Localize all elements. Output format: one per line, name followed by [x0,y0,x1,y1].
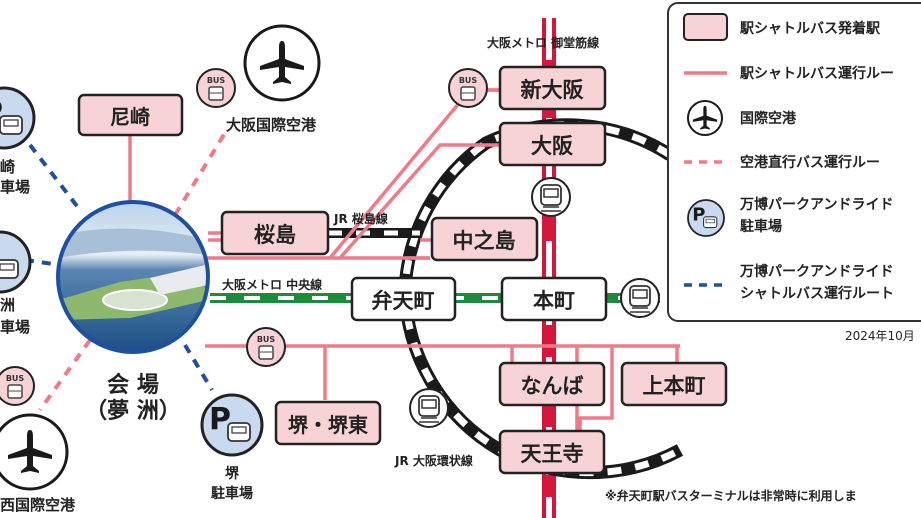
airport-kansai[interactable]: 西国際空港 [0,413,76,514]
station-sakurajima[interactable]: 桜島 [220,210,330,256]
station-osaka[interactable]: 大阪 [498,121,607,167]
legend-item-parking-route: 万博パークアンドライド シャトルバス運行ルート [684,263,894,302]
svg-text:中之島: 中之島 [453,229,516,253]
svg-text:万博パークアンドライド: 万博パークアンドライド [739,263,893,280]
train-icon [531,177,571,217]
station-nakanoshima[interactable]: 中之島 [430,216,539,262]
station-uehonmachi[interactable]: 上本町 [620,361,728,407]
venue-label: 会 場 [107,372,159,398]
svg-text:シャトルバス運行ルート: シャトルバス運行ルート [740,285,894,302]
parking-icon [687,199,725,237]
legend: 駅シャトルバス発着駅 駅シャトルバス運行ルー 国際空港 空港直行バス運行ルー 万… [667,2,921,322]
legend-item-airport: 国際空港 [687,100,797,136]
station-bentencho[interactable]: 弁天町 [350,276,457,322]
footnote: ※弁天町駅バスターミナルは非常時に利用しま [605,488,857,503]
station-shin-osaka[interactable]: 新大阪 [498,65,607,111]
legend-item-airport-route: 空港直行バス運行ルー [684,154,880,171]
bus-icon [196,68,236,108]
svg-text:駐車場: 駐車場 [211,485,253,502]
legend-date: 2024年10月 [845,329,915,343]
train-icon [620,278,660,318]
svg-text:桜島: 桜島 [254,223,296,247]
svg-text:洲: 洲 [0,296,15,314]
loop-label: JR 大阪環状線 [394,453,473,468]
parking-icon [200,393,264,457]
svg-text:本町: 本町 [533,289,575,313]
svg-text:大阪: 大阪 [531,134,574,158]
svg-text:天王寺: 天王寺 [521,442,584,466]
chuo-label: 大阪メトロ 中央線 [222,277,322,292]
legend-item-shuttle-route: 駅シャトルバス運行ルー [684,65,894,82]
svg-text:堺: 堺 [225,465,240,482]
parking-amagasaki[interactable]: 崎 車場 [0,86,36,196]
airport-itami[interactable]: 大阪国際空港 [226,24,321,134]
parking-sakai[interactable]: 堺 駐車場 [200,393,264,502]
svg-text:尼崎: 尼崎 [110,105,150,129]
sakurajima-label: JR 桜島線 [333,211,388,226]
parking-icon [0,86,36,150]
airport-itami-label: 大阪国際空港 [226,116,317,134]
svg-text:駐車場: 駐車場 [740,218,782,235]
svg-text:弁天町: 弁天町 [372,289,435,313]
svg-text:国際空港: 国際空港 [740,110,797,127]
svg-text:堺・堺東: 堺・堺東 [288,413,368,437]
airport-routes [38,126,230,412]
station-namba[interactable]: なんば [498,361,606,407]
svg-text:崎: 崎 [0,158,15,176]
svg-text:空港直行バス運行ルー: 空港直行バス運行ルー [740,154,880,171]
parking-sakishima[interactable]: 洲 車場 [0,230,32,336]
parking-icon [0,230,32,294]
svg-text:駅シャトルバス発着駅: 駅シャトルバス発着駅 [740,20,881,37]
station-sakai[interactable]: 堺・堺東 [274,400,382,446]
svg-text:上本町: 上本町 [643,374,706,398]
midosuji-label: 大阪メトロ 御堂筋線 [487,35,599,50]
svg-text:駅シャトルバス運行ルー: 駅シャトルバス運行ルー [740,65,894,82]
venue-sublabel: （夢 洲） [85,399,181,424]
svg-text:車場: 車場 [0,178,30,196]
svg-text:万博パークアンドライド: 万博パークアンドライド [739,196,893,213]
legend-item-parking: 万博パークアンドライド 駐車場 [687,196,893,237]
station-honmachi[interactable]: 本町 [500,276,608,322]
bus-icon [246,327,286,367]
bus-icon [0,366,35,406]
station-tennoji[interactable]: 天王寺 [498,429,606,475]
bus-icon [448,68,488,108]
station-amagasaki[interactable]: 尼崎 [77,93,184,137]
train-icon [409,388,449,428]
svg-text:新大阪: 新大阪 [521,78,585,102]
airport-kansai-label: 西国際空港 [0,496,76,514]
svg-text:なんば: なんば [521,374,584,398]
venue-photo [56,200,210,354]
legend-item-station: 駅シャトルバス発着駅 [683,13,881,41]
svg-text:車場: 車場 [0,318,30,336]
